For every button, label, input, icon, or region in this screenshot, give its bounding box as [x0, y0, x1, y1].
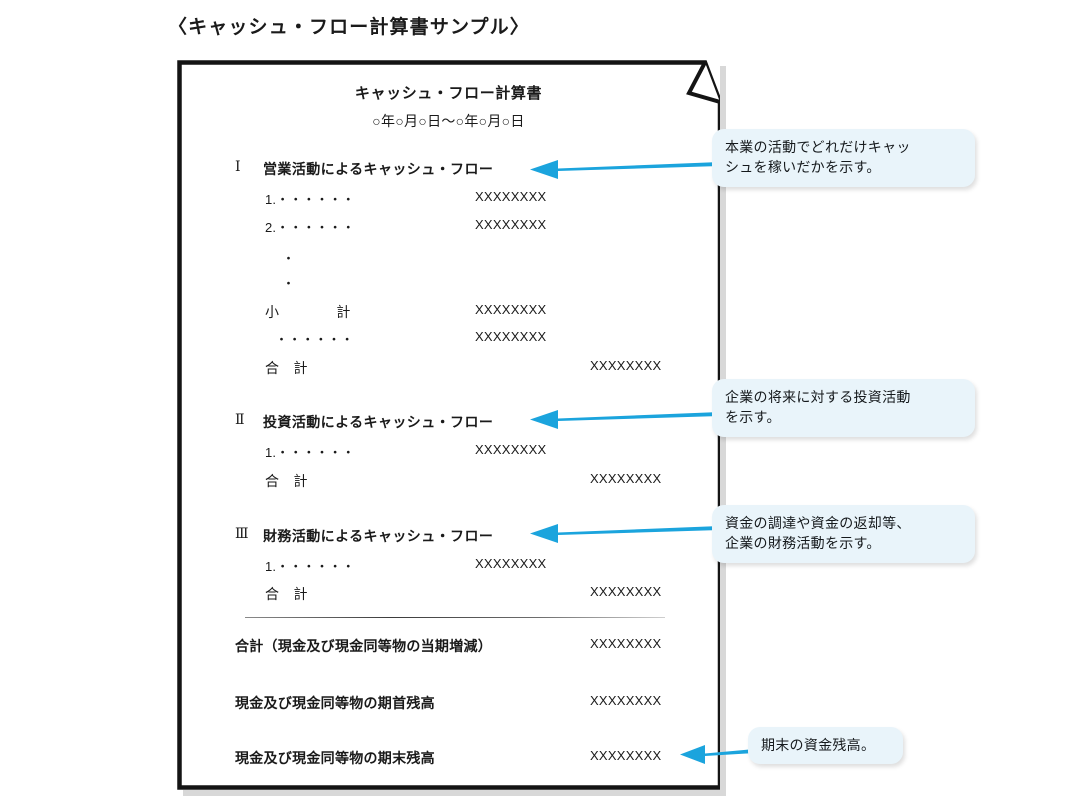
section-label: 財務活動によるキャッシュ・フロー — [263, 528, 494, 544]
callout-bubble-investing: 企業の将来に対する投資活動 を示す。 — [712, 379, 975, 437]
section-total-row: 合 計 XXXXXXXX — [177, 584, 720, 606]
line-item-label: 1.・・・・・・ — [265, 445, 355, 460]
summary-label: 現金及び現金同等物の期首残高 — [235, 695, 435, 711]
section-label: 投資活動によるキャッシュ・フロー — [263, 414, 494, 430]
summary-row: 現金及び現金同等物の期末残高 XXXXXXXX — [177, 748, 720, 770]
section-total-amount: XXXXXXXX — [590, 358, 662, 373]
line-item-label: ・ — [282, 276, 296, 291]
summary-amount: XXXXXXXX — [590, 748, 662, 763]
extra-line-label: ・・・・・・ — [275, 332, 354, 347]
callout-bubble-operating: 本業の活動でどれだけキャッ シュを稼いだかを示す。 — [712, 129, 975, 187]
line-item-row: 1.・・・・・・ XXXXXXXX — [177, 556, 720, 578]
line-item-amount: XXXXXXXX — [475, 217, 547, 232]
section-total-row: 合 計 XXXXXXXX — [177, 471, 720, 493]
summary-row: 合計（現金及び現金同等物の当期増減） XXXXXXXX — [177, 636, 720, 658]
section-total-label: 合 計 — [265, 473, 308, 489]
summary-label: 現金及び現金同等物の期末残高 — [235, 750, 435, 766]
document-period: ○年○月○日〜○年○月○日 — [372, 113, 525, 129]
subtotal-amount: XXXXXXXX — [475, 302, 547, 317]
subtotal-row: 小 計 XXXXXXXX — [177, 302, 720, 324]
summary-row: 現金及び現金同等物の期首残高 XXXXXXXX — [177, 693, 720, 715]
section-numeral: Ⅱ — [235, 413, 245, 428]
section-label: 営業活動によるキャッシュ・フロー — [263, 161, 494, 177]
line-item-row: ・ — [177, 273, 720, 295]
summary-amount: XXXXXXXX — [590, 636, 662, 651]
section-heading-2: Ⅱ 投資活動によるキャッシュ・フロー — [177, 412, 720, 434]
line-item-amount: XXXXXXXX — [475, 556, 547, 571]
section-total-label: 合 計 — [265, 586, 308, 602]
section-heading-1: Ⅰ 営業活動によるキャッシュ・フロー — [177, 159, 720, 181]
summary-label: 合計（現金及び現金同等物の当期増減） — [235, 638, 493, 654]
line-item-label: 2.・・・・・・ — [265, 220, 355, 235]
section-total-amount: XXXXXXXX — [590, 471, 662, 486]
summary-divider — [245, 617, 665, 618]
line-item-amount: XXXXXXXX — [475, 189, 547, 204]
section-heading-3: Ⅲ 財務活動によるキャッシュ・フロー — [177, 526, 720, 548]
callout-bubble-financing: 資金の調達や資金の返却等、 企業の財務活動を示す。 — [712, 505, 975, 563]
subtotal-label: 小 計 — [265, 304, 351, 320]
section-total-label: 合 計 — [265, 360, 308, 376]
line-item-amount: XXXXXXXX — [475, 442, 547, 457]
section-numeral: Ⅰ — [235, 160, 241, 175]
section-total-row: 合 計 XXXXXXXX — [177, 358, 720, 380]
document-title: キャッシュ・フロー計算書 — [354, 85, 543, 102]
extra-line-amount: XXXXXXXX — [475, 329, 547, 344]
cash-flow-statement-page: キャッシュ・フロー計算書 ○年○月○日〜○年○月○日 Ⅰ 営業活動によるキャッシ… — [177, 60, 720, 790]
line-item-label: 1.・・・・・・ — [265, 559, 355, 574]
figure-title: 〈キャッシュ・フロー計算書サンプル〉 — [168, 17, 530, 38]
section-numeral: Ⅲ — [235, 527, 249, 542]
section-total-amount: XXXXXXXX — [590, 584, 662, 599]
line-item-row: ・ — [177, 248, 720, 270]
line-item-label: ・ — [282, 251, 296, 266]
summary-amount: XXXXXXXX — [590, 693, 662, 708]
line-item-label: 1.・・・・・・ — [265, 192, 355, 207]
extra-line-row: ・・・・・・ XXXXXXXX — [177, 329, 720, 351]
callout-bubble-ending-balance: 期末の資金残高。 — [748, 727, 903, 765]
line-item-row: 1.・・・・・・ XXXXXXXX — [177, 189, 720, 211]
line-item-row: 2.・・・・・・ XXXXXXXX — [177, 217, 720, 239]
line-item-row: 1.・・・・・・ XXXXXXXX — [177, 442, 720, 464]
